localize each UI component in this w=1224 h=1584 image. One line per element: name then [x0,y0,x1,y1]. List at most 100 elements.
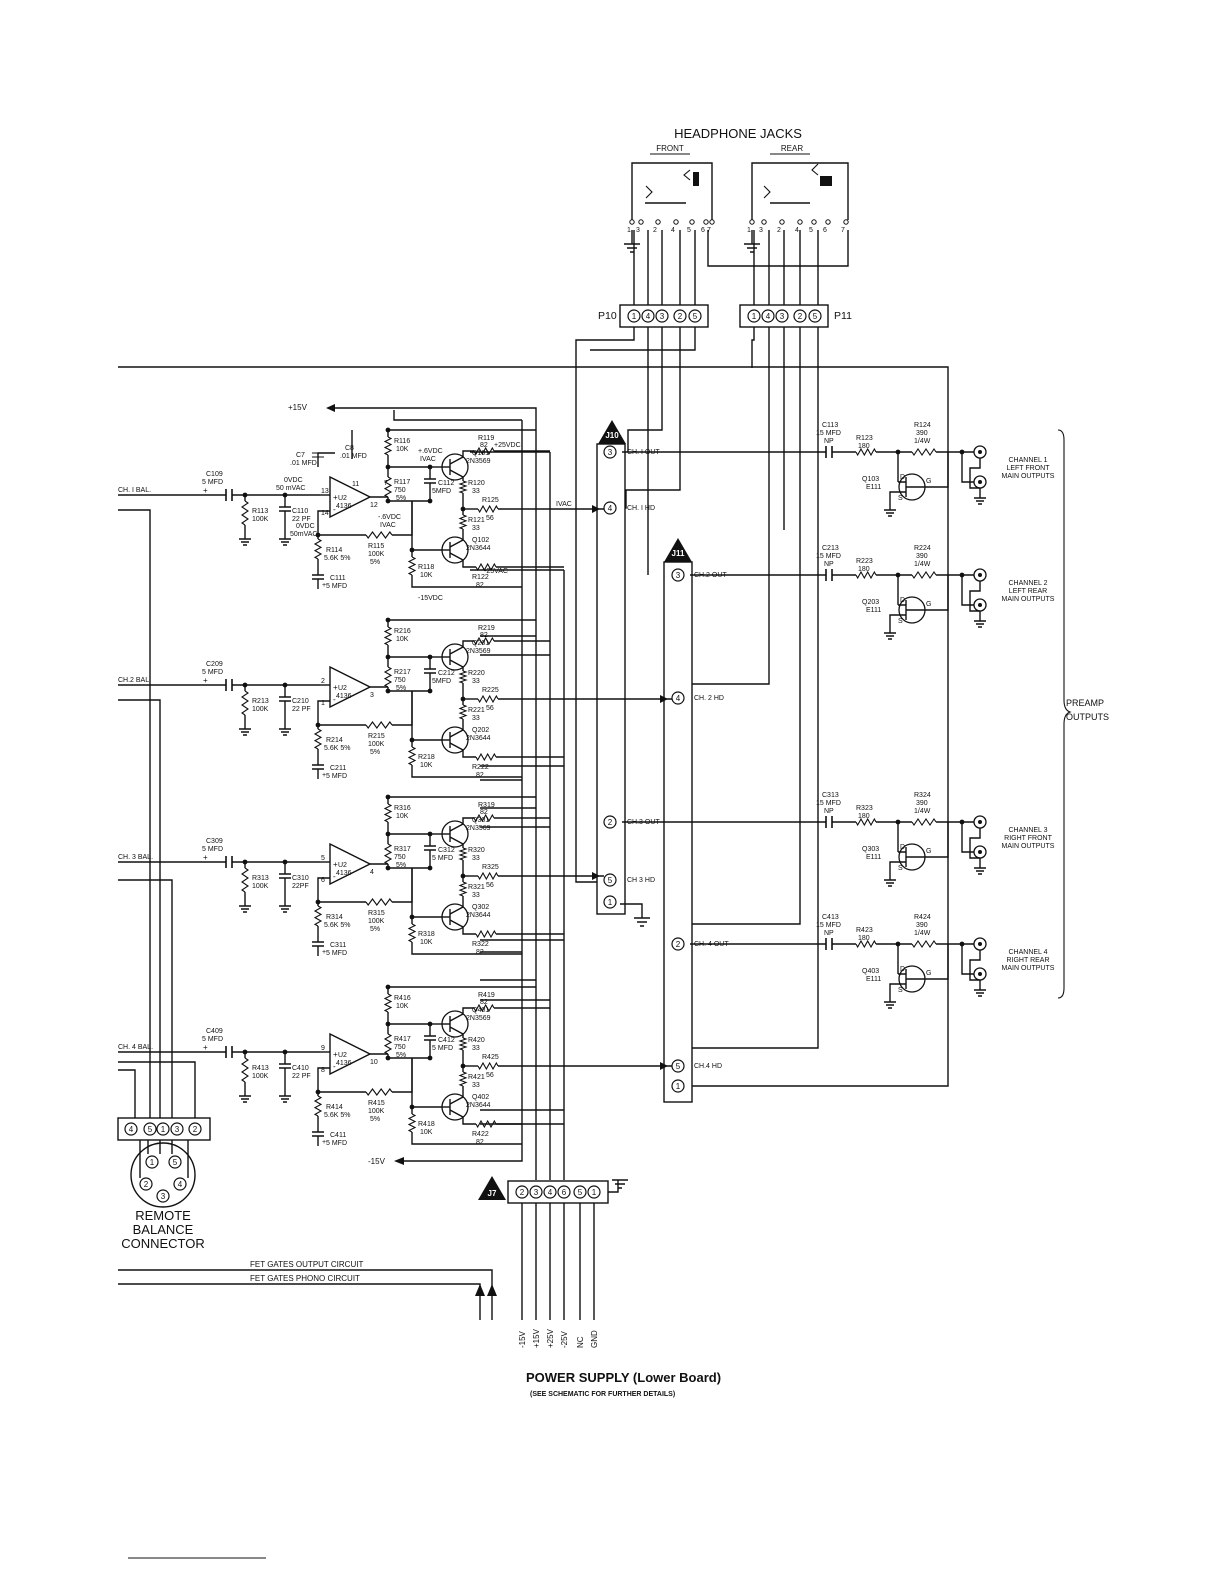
fet-g: G [926,970,931,977]
reb-value: 33 [472,715,480,722]
cgnd-ref: C111 [330,575,346,582]
fet-gates-output: FET GATES OUTPUT CIRCUIT [250,1260,363,1269]
or2-power: 1/4W [914,808,931,815]
qtop-ref: Q401 [472,1007,489,1014]
rgnd-value: 5.6K 5% [324,1112,350,1119]
cin-ref: C209 [206,661,223,668]
rqt-value: 82 [480,442,488,449]
qbot-part: 2N3644 [466,912,491,919]
cin-ref: C409 [206,1028,223,1035]
rgnd-ref: R114 [326,547,342,554]
cf-value: 22 PF [292,706,311,713]
qbot-ref: Q102 [472,537,489,544]
cgnd-polarity: + [322,1139,326,1146]
minus15-label: -15V [368,1157,386,1166]
opamp-pin-inv: 1 [321,700,325,707]
ps-pin-label: -15V [518,1330,527,1348]
fet-s: S [898,495,903,502]
opamp-minus: - [333,1062,336,1071]
hp-front-pin-label: 6 [701,227,705,234]
output-label-2: RIGHT REAR [1006,957,1049,964]
opamp-ref: U2 [338,685,347,692]
hp-rear-pin-label: 2 [777,227,781,234]
fet-g: G [926,601,931,608]
opamp-pin-in: 9 [321,1045,325,1052]
or2-value: 390 [916,553,928,560]
cin-polarity: + [203,676,208,685]
ps-pin-label: +15V [532,1328,541,1348]
remote-face-pin: 3 [161,1192,166,1201]
rqb-ref: R422 [472,1131,489,1138]
fet-g: G [926,848,931,855]
opamp-ref: U2 [338,862,347,869]
j10-pin: 3 [608,448,613,457]
v-label: +.6VDC [418,448,443,455]
fet-d: D [900,597,905,604]
hp-front-pin-label: 7 [707,227,711,234]
front-jack-label: FRONT [656,144,684,153]
rfb-ref: R415 [368,1100,385,1107]
output-label-1: CHANNEL 4 [1008,949,1047,956]
remote-face-pin: 4 [178,1180,183,1189]
cin-value: 5 MFD [202,1036,223,1043]
or1-ref: R123 [856,435,873,442]
opamp-minus: - [333,872,336,881]
channel-input-label: CH. 3 BAL. [118,854,153,861]
fet-ref: Q403 [862,968,879,975]
rout-ref: R325 [482,864,499,871]
j10-pin: 5 [608,876,613,885]
hp-rear-pin-label: 7 [841,227,845,234]
opamp-part: 4136 [336,693,352,700]
cbyp-ref: C212 [438,670,455,677]
reb-ref: R321 [468,884,485,891]
preamp-outputs: PREAMP OUTPUTS [1057,429,1109,999]
hp-front-pin-label: 1 [627,227,631,234]
v-label: 50mVAC [290,531,318,538]
j7-pin: 2 [520,1188,525,1197]
reb-ref: R421 [468,1074,485,1081]
rtop-ref: R316 [394,805,411,812]
rbias-value: 10K [420,1129,433,1136]
pin-label: 11 [352,481,359,488]
cf-ref: C210 [292,698,309,705]
plus15-label: +15V [288,403,308,412]
opamp-pin-inv: 14 [321,510,329,517]
rbias-ref: R218 [418,754,435,761]
qbot-ref: Q202 [472,727,489,734]
j10-pin-label: CH. I HD [627,505,655,512]
rqb-value: 82 [476,949,484,956]
cin-value: 5 MFD [202,479,223,486]
j11-pin-label: CH.4 HD [694,1063,722,1070]
p10-pin: 5 [693,312,698,321]
rfb-ref: R215 [368,733,385,740]
power-supply-subtitle: (SEE SCHEMATIC FOR FURTHER DETAILS) [530,1391,675,1398]
ocap-value: 15 MFD [816,553,841,560]
rin-value: 100K [252,516,269,523]
fet-ref: Q103 [862,476,879,483]
or2-power: 1/4W [914,438,931,445]
opamp-pin-inv: 6 [321,877,325,884]
opamp-pin-in: 5 [321,855,325,862]
remote-face-pin: 1 [150,1158,155,1167]
j11-pin-label: CH. 2 HD [694,695,724,702]
opamp-pin-out: 4 [370,869,374,876]
or2-ref: R224 [914,545,931,552]
j7-label: J7 [488,1189,497,1198]
ocap-type: NP [824,808,834,815]
qbot-part: 2N3644 [466,735,491,742]
rbias-ref: R118 [418,564,434,571]
rqb-value: 82 [476,772,484,779]
p11-pin: 1 [752,312,757,321]
j10-pin: 1 [608,898,613,907]
rmid-ref: R417 [394,1036,411,1043]
output-label-3: MAIN OUTPUTS [1002,473,1055,480]
rqt-ref: R419 [478,992,495,999]
rfb-value: 100K [368,741,385,748]
remote-face-pin: 5 [173,1158,178,1167]
j11-pin: 4 [676,694,681,703]
ocap-value: 15 MFD [816,430,841,437]
